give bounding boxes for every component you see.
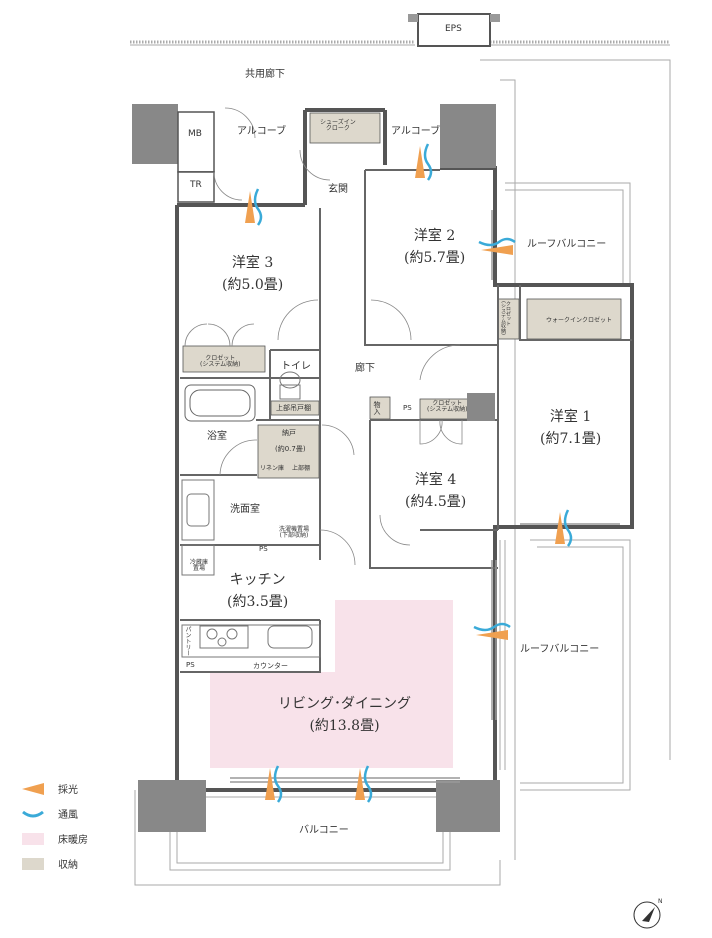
- room2-name: 洋室 2: [413, 228, 456, 244]
- shoebox-label: 物入: [373, 401, 381, 415]
- walkin-closet-label: ウォークインクロゼット: [546, 317, 613, 324]
- living-name: リビング･ダイニング: [278, 696, 411, 712]
- room3-name: 洋室 3: [231, 255, 274, 271]
- washroom-label: 洗面室: [230, 504, 260, 515]
- room3-size: (約5.0畳): [222, 277, 284, 293]
- service-shafts: [177, 111, 215, 203]
- corridor-railing: [130, 13, 670, 47]
- room3-label: 洋室 3 (約5.0畳): [222, 256, 283, 292]
- room1-name: 洋室 1: [549, 409, 592, 425]
- living-size: (約13.8畳): [309, 718, 380, 734]
- kitchen-label: キッチン (約3.5畳): [227, 573, 288, 609]
- toilet-shelf-label: 上部吊戸棚: [276, 404, 311, 412]
- door-swings: [184, 107, 463, 566]
- roof-balcony-outline: [480, 59, 671, 860]
- closet-room3-label: クロゼット (システム収納): [200, 355, 241, 368]
- shoe-closet-label: シューズイン クローク: [320, 119, 356, 132]
- floor-heating-area: [210, 600, 453, 768]
- washbasin: [181, 479, 215, 541]
- upper-shelf-label: 上部棚: [292, 465, 311, 472]
- ps-label-2: PS: [403, 404, 412, 412]
- roof-balcony-label-2: ルーフバルコニー: [520, 644, 600, 655]
- linen-label: リネン庫: [260, 465, 285, 472]
- room4-size: (約4.5畳): [405, 494, 467, 510]
- compass-icon: [633, 901, 661, 929]
- washer-box-label: 洗濯機置場 (下部収納): [279, 526, 310, 539]
- legend-heating-label: 床暖房: [58, 835, 88, 846]
- corridor-label: 共用廊下: [245, 69, 285, 80]
- alcove-left-label: アルコーブ: [237, 126, 287, 137]
- storage-swatch: [22, 857, 44, 870]
- legend-storage: 収納: [22, 856, 78, 871]
- mb-label: MB: [188, 129, 202, 139]
- legend-wind-label: 通風: [58, 810, 78, 821]
- hallway-label: 廊下: [355, 363, 375, 374]
- bath-label: 浴室: [207, 431, 227, 442]
- toilet-fixture: [279, 371, 301, 400]
- legend-light-label: 採光: [58, 785, 78, 796]
- kitchen-size: (約3.5畳): [227, 594, 289, 610]
- structural-columns: [132, 104, 500, 832]
- counter-label: カウンター: [253, 662, 288, 670]
- balcony-label: バルコニー: [299, 825, 349, 836]
- north-label: N: [658, 898, 663, 905]
- room2-size: (約5.7畳): [404, 250, 466, 266]
- toilet-label: トイレ: [281, 361, 311, 372]
- light-arrow-icon: [22, 782, 44, 795]
- storage-label: 納戸: [282, 429, 296, 437]
- kitchen-fixtures: [181, 544, 321, 658]
- room4-name: 洋室 4: [414, 472, 457, 488]
- ps-label-1: PS: [259, 545, 268, 553]
- wind-icon: [22, 810, 44, 817]
- legend-storage-label: 収納: [58, 860, 78, 871]
- room2-label: 洋室 2 (約5.7畳): [404, 229, 465, 265]
- fridge-label: 冷蔵庫 置場: [190, 559, 209, 572]
- storage-size-label: (約0.7畳): [275, 445, 306, 453]
- closet-room4-label: クロゼット (システム収納): [427, 400, 468, 413]
- living-label: リビング･ダイニング (約13.8畳): [278, 697, 411, 733]
- alcove-right-label: アルコーブ: [391, 126, 441, 137]
- pantry-label: パントリー: [184, 626, 191, 656]
- floor-heating-swatch: [22, 832, 44, 845]
- entrance-label: 玄関: [328, 184, 348, 195]
- closet-room2-label: クロゼット (システム収納): [500, 301, 511, 335]
- room4-label: 洋室 4 (約4.5畳): [405, 473, 466, 509]
- room1-label: 洋室 1 (約7.1畳): [540, 410, 601, 446]
- tr-label: TR: [190, 180, 202, 190]
- legend-wind: 通風: [22, 806, 78, 821]
- bathtub: [184, 384, 256, 422]
- inner-walls: [180, 169, 632, 673]
- ps-label-3: PS: [186, 661, 195, 669]
- eps-label: EPS: [445, 24, 462, 34]
- kitchen-name: キッチン: [229, 572, 286, 588]
- legend-light: 採光: [22, 781, 78, 796]
- legend-heating: 床暖房: [22, 831, 88, 846]
- room1-size: (約7.1畳): [540, 431, 602, 447]
- roof-balcony-label-1: ルーフバルコニー: [527, 239, 607, 250]
